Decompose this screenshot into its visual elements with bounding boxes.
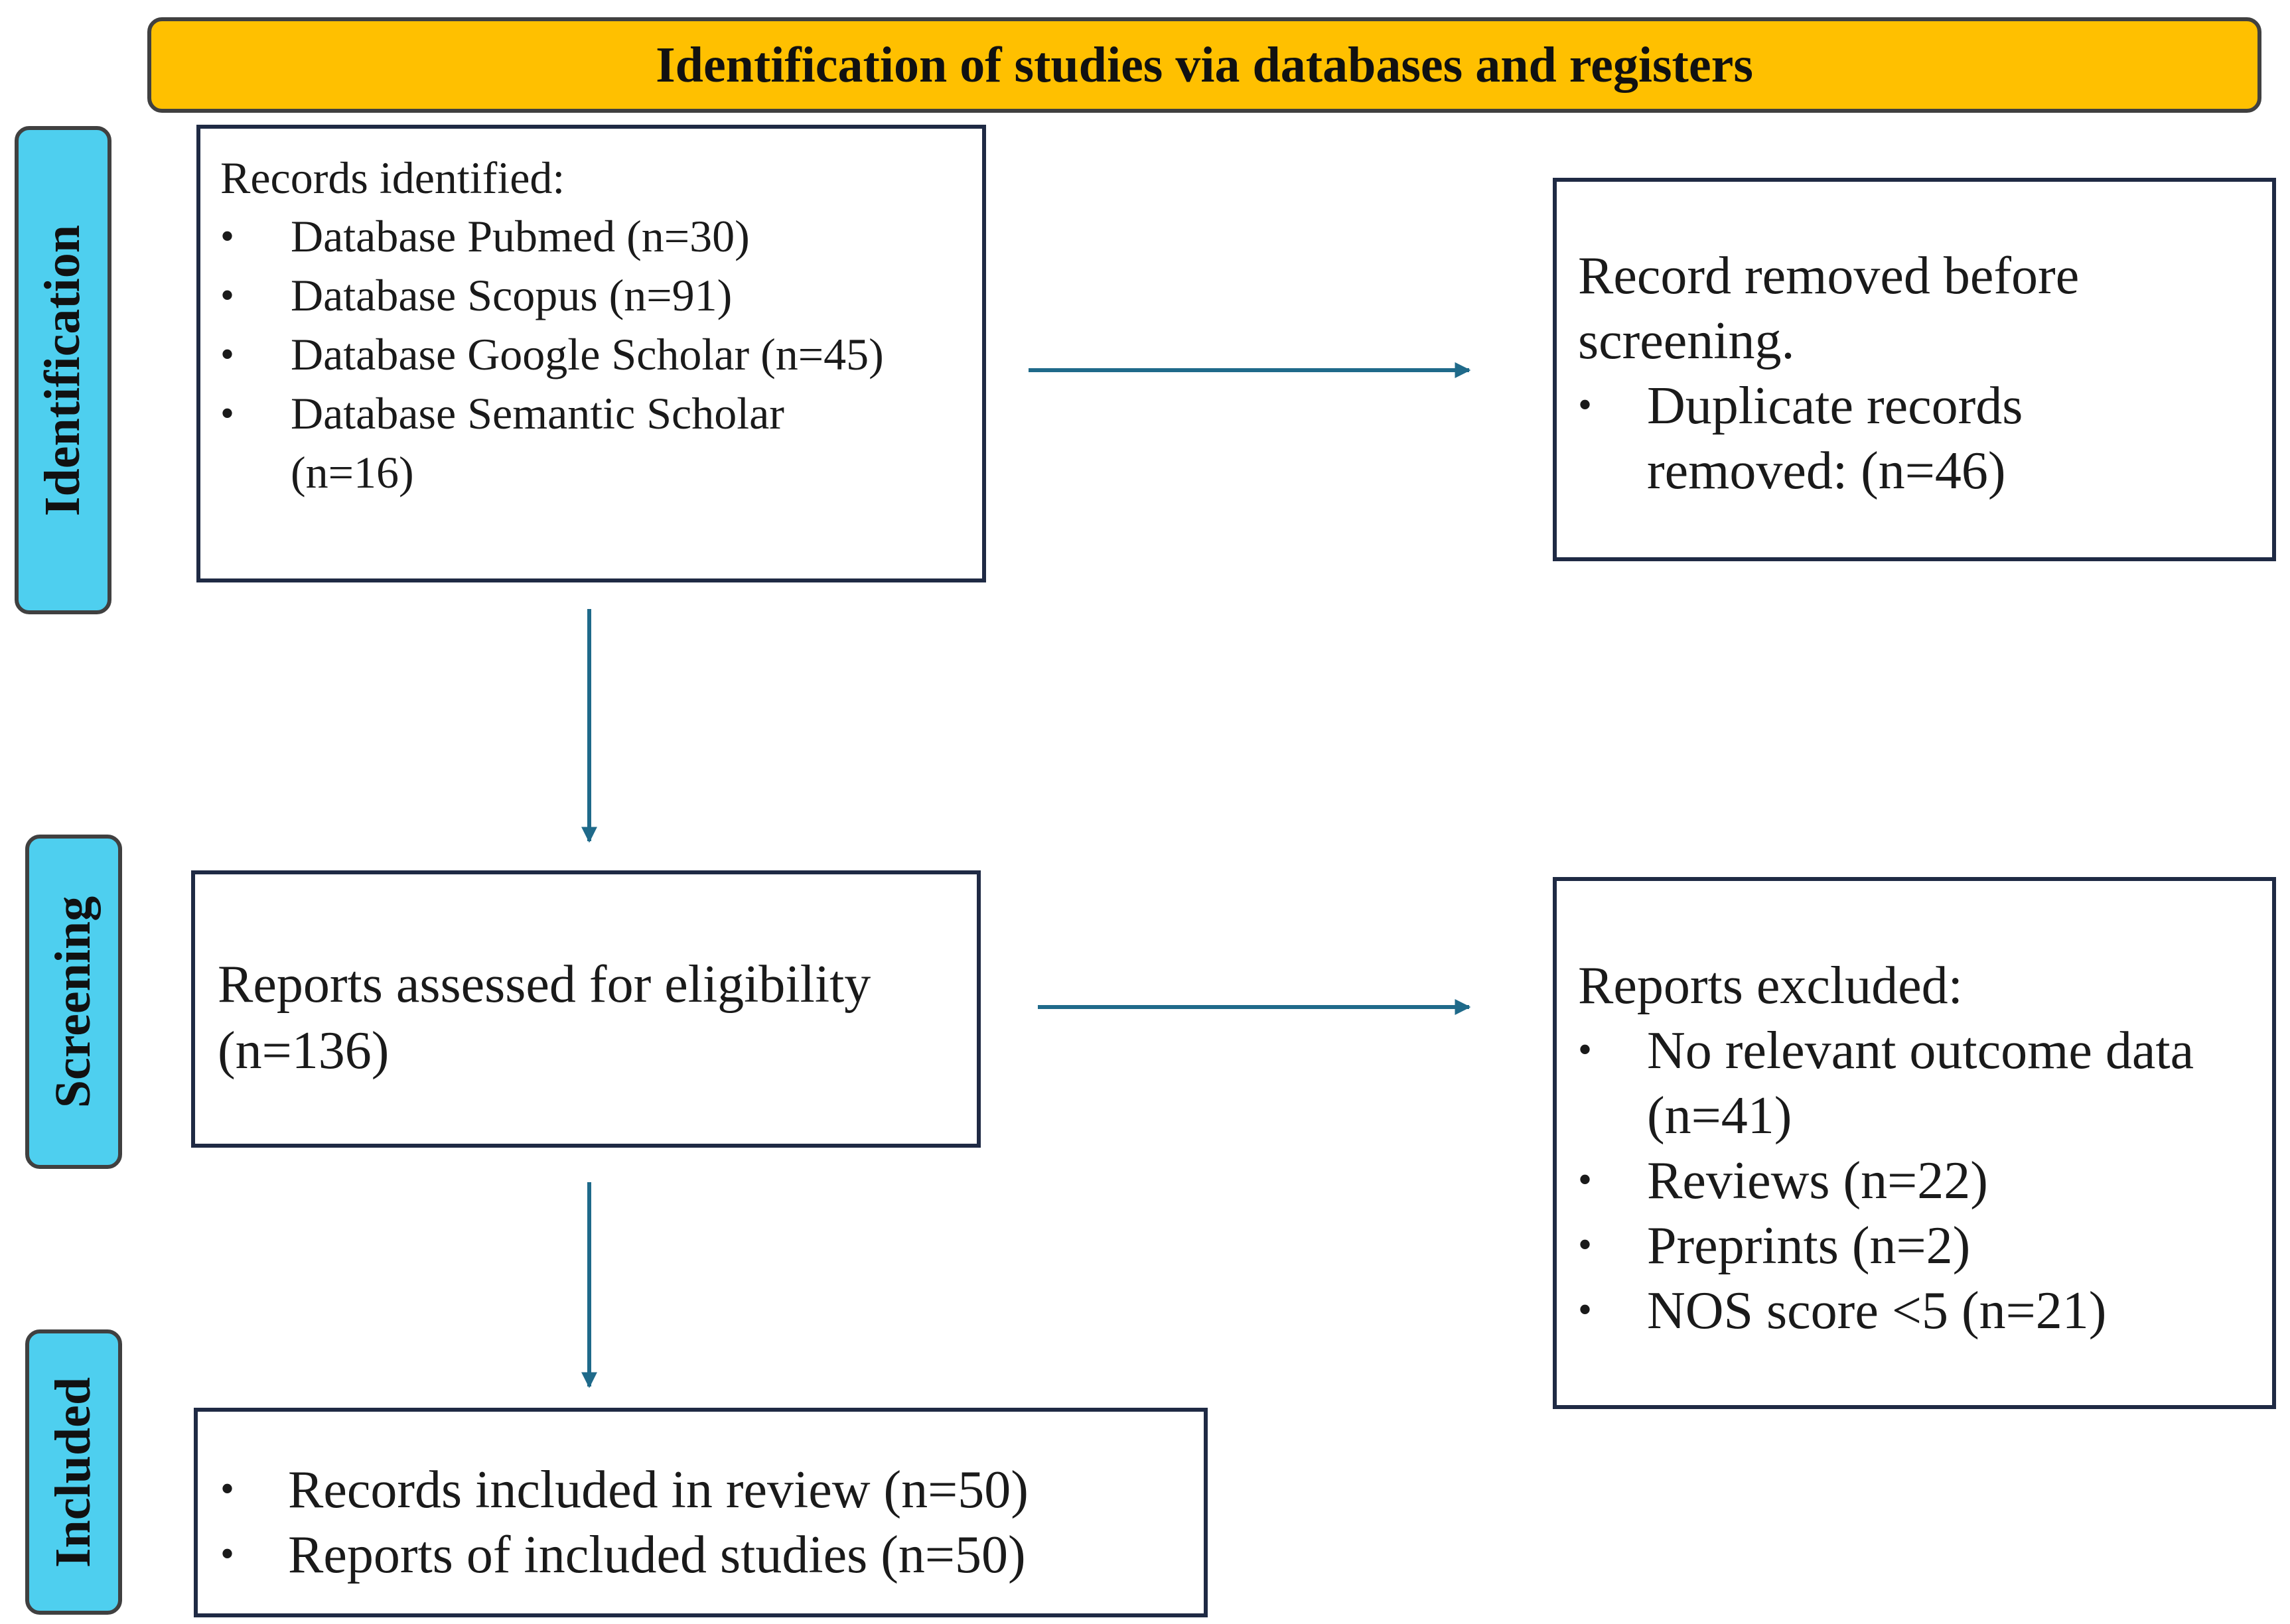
assessed-line2: (n=136) <box>218 1022 390 1080</box>
included-item-records: Records included in review (n=50) <box>288 1461 1029 1519</box>
bullet: • <box>1578 1223 1593 1266</box>
bullet: • <box>220 391 235 435</box>
records-item-semantic-scholar-count: (n=16) <box>291 447 414 498</box>
removed-line2: screening. <box>1578 312 1795 370</box>
header-banner: Identification of studies via databases … <box>147 17 2261 113</box>
excluded-item-outcome: No relevant outcome data <box>1647 1022 2194 1080</box>
stage-identification: Identification <box>15 126 111 614</box>
records-item-scopus: Database Scopus (n=91) <box>291 270 733 320</box>
records-item-pubmed: Database Pubmed (n=30) <box>291 211 750 261</box>
excluded-item-outcome-count: (n=41) <box>1647 1087 1792 1145</box>
records-identified-heading: Records identified: <box>220 153 565 203</box>
included-item-reports: Reports of included studies (n=50) <box>288 1526 1026 1584</box>
bullet: • <box>1578 383 1593 427</box>
bullet: • <box>1578 1288 1593 1331</box>
bullet: • <box>220 273 235 317</box>
removed-item-line2: removed: (n=46) <box>1647 442 2006 500</box>
header-title: Identification of studies via databases … <box>656 36 1753 93</box>
assessed-line1: Reports assessed for eligibility <box>218 955 871 1014</box>
bullet: • <box>220 1467 235 1511</box>
stage-included: Included <box>25 1329 122 1615</box>
bullet: • <box>1578 1028 1593 1071</box>
excluded-item-preprints: Preprints (n=2) <box>1647 1217 1971 1275</box>
excluded-item-nos-score: NOS score <5 (n=21) <box>1647 1282 2107 1340</box>
removed-line1: Record removed before <box>1578 247 2080 305</box>
excluded-heading: Reports excluded: <box>1578 957 1963 1015</box>
stage-screening: Screening <box>25 835 122 1169</box>
included-box: • Records included in review (n=50) • Re… <box>194 1408 1208 1617</box>
records-identified-box: Records identified: • Database Pubmed (n… <box>196 125 986 582</box>
bullet: • <box>220 1532 235 1576</box>
bullet: • <box>1578 1158 1593 1201</box>
removed-item-line1: Duplicate records <box>1647 377 2023 435</box>
bullet: • <box>220 214 235 258</box>
reports-excluded-box: Reports excluded: • No relevant outcome … <box>1553 877 2276 1409</box>
excluded-item-reviews: Reviews (n=22) <box>1647 1152 1988 1210</box>
reports-assessed-box: Reports assessed for eligibility (n=136) <box>191 870 981 1148</box>
records-item-semantic-scholar: Database Semantic Scholar <box>291 388 784 439</box>
bullet: • <box>220 332 235 376</box>
records-removed-box: Record removed before screening. • Dupli… <box>1553 178 2276 561</box>
records-item-google-scholar: Database Google Scholar (n=45) <box>291 329 884 379</box>
